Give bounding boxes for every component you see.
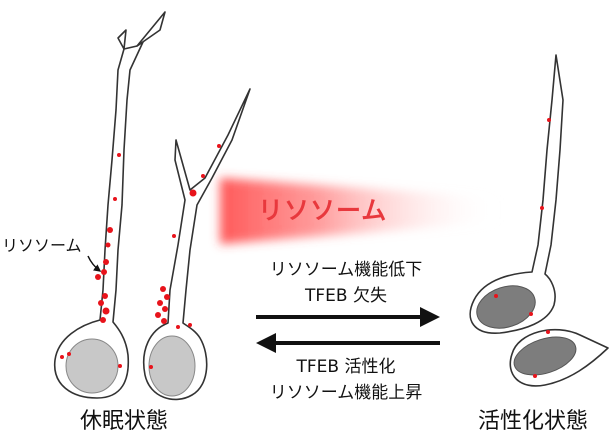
- active-cell-upper: [470, 55, 563, 335]
- active-cell-lower: [509, 330, 608, 386]
- bottom-arrow-label-line2: リソソーム機能上昇: [236, 378, 456, 403]
- resting-state-label: 休眠状態: [80, 403, 168, 435]
- active-state-label: 活性化状態: [478, 403, 588, 435]
- lysosome-pointer-label: リソソーム: [2, 232, 82, 256]
- lysosome-dots: [60, 118, 551, 378]
- resting-cell-right: [144, 89, 250, 399]
- top-arrow-label-line1: リソソーム機能低下: [236, 255, 456, 280]
- top-arrow-label-line2: TFEB 欠失: [236, 281, 456, 306]
- lysosome-hero-label: リソソーム: [258, 191, 387, 227]
- lysosome-pointer-arrow: [88, 256, 100, 271]
- bottom-arrow-label-line1: TFEB 活性化: [236, 352, 456, 377]
